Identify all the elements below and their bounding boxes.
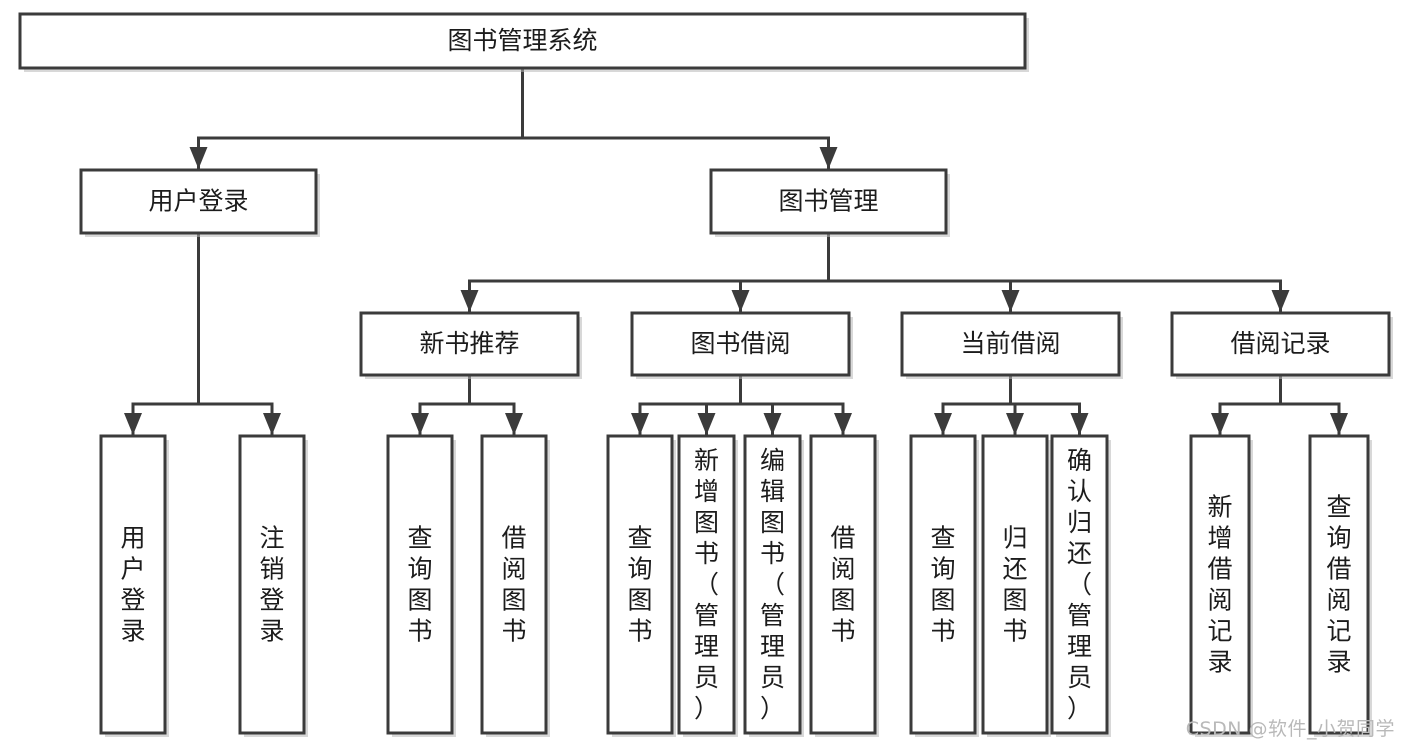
edge-group-user-login [124, 231, 281, 437]
edge-arrow-icon [1001, 290, 1020, 312]
node-leaf-rec-query-record[interactable]: 查询借阅记录 [1308, 434, 1372, 737]
node-leaf-borrow-add-book[interactable]: 新增图书（管理员） [677, 434, 738, 737]
node-label: 注销登录 [259, 524, 284, 646]
node-leaf-rec-query-book[interactable]: 查询图书 [386, 434, 456, 737]
edge-arrow-icon [731, 290, 750, 312]
edge-arrow-icon [263, 413, 281, 435]
edge-arrow-icon [819, 147, 838, 169]
node-leaf-borrow-borrow-book[interactable]: 借阅图书 [809, 434, 879, 737]
node-leaf-cur-confirm-return[interactable]: 确认归还（管理员） [1050, 434, 1111, 737]
node-user-login[interactable]: 用户登录 [79, 168, 320, 237]
node-leaf-user-login[interactable]: 用户登录 [99, 434, 169, 737]
node-label: 查询图书 [407, 524, 432, 646]
node-label: 当前借阅 [960, 329, 1060, 358]
node-borrow-record[interactable]: 借阅记录 [1170, 311, 1393, 379]
node-label: 借阅图书 [501, 524, 526, 646]
node-label: 图书管理系统 [447, 26, 597, 55]
edges-layer [124, 66, 1348, 437]
edge-arrow-icon [834, 413, 852, 435]
node-label: 借阅记录 [1230, 329, 1330, 358]
edge-arrow-icon [934, 413, 952, 435]
node-label: 用户登录 [120, 524, 145, 646]
edge-arrow-icon [124, 413, 142, 435]
edge-arrow-icon [189, 147, 208, 169]
node-leaf-rec-borrow-book[interactable]: 借阅图书 [480, 434, 550, 737]
edge-arrow-icon [1330, 413, 1348, 435]
node-leaf-borrow-edit-book[interactable]: 编辑图书（管理员） [743, 434, 804, 737]
nodes-layer: 图书管理系统用户登录图书管理新书推荐图书借阅当前借阅借阅记录用户登录注销登录查询… [18, 12, 1393, 737]
edge-arrow-icon [411, 413, 429, 435]
node-leaf-rec-add-record[interactable]: 新增借阅记录 [1189, 434, 1253, 737]
edge-arrow-icon [1211, 413, 1229, 435]
edge-group-book-manage [460, 231, 1290, 314]
node-label: 确认归还（管理员） [1067, 446, 1092, 723]
edge-arrow-icon [1070, 413, 1089, 435]
node-label: 借阅图书 [830, 524, 855, 646]
edge-arrow-icon [1006, 413, 1024, 435]
node-label: 查询借阅记录 [1326, 493, 1351, 677]
node-new-book-rec[interactable]: 新书推荐 [359, 311, 582, 379]
node-book-manage[interactable]: 图书管理 [709, 168, 950, 237]
node-label: 查询图书 [627, 524, 652, 646]
node-leaf-cur-query-book[interactable]: 查询图书 [909, 434, 979, 737]
edge-arrow-icon [505, 413, 523, 435]
edge-group-current-borrow [934, 373, 1089, 437]
node-leaf-user-logout[interactable]: 注销登录 [238, 434, 308, 737]
node-label: 归还图书 [1002, 524, 1027, 646]
edge-arrow-icon [460, 290, 479, 312]
edge-group-new-book-rec [411, 373, 523, 437]
node-label: 用户登录 [148, 187, 248, 216]
node-label: 查询图书 [930, 524, 955, 646]
node-label: 编辑图书（管理员） [760, 446, 785, 723]
edge-group-borrow-record [1211, 373, 1348, 437]
edge-arrow-icon [631, 413, 649, 435]
node-label: 新书推荐 [419, 329, 519, 358]
node-label: 图书借阅 [690, 329, 790, 358]
edge-arrow-icon [1271, 290, 1290, 312]
edge-arrow-icon [763, 413, 782, 435]
edge-group-root [189, 66, 838, 171]
node-leaf-borrow-query-book[interactable]: 查询图书 [606, 434, 676, 737]
edge-arrow-icon [697, 413, 716, 435]
node-current-borrow[interactable]: 当前借阅 [900, 311, 1123, 379]
node-label: 新增图书（管理员） [694, 446, 719, 723]
node-label: 图书管理 [778, 187, 878, 216]
node-leaf-cur-return-book[interactable]: 归还图书 [981, 434, 1051, 737]
node-root[interactable]: 图书管理系统 [18, 12, 1029, 72]
node-label: 新增借阅记录 [1207, 493, 1232, 677]
node-book-borrow[interactable]: 图书借阅 [630, 311, 853, 379]
edge-group-book-borrow [631, 373, 852, 437]
